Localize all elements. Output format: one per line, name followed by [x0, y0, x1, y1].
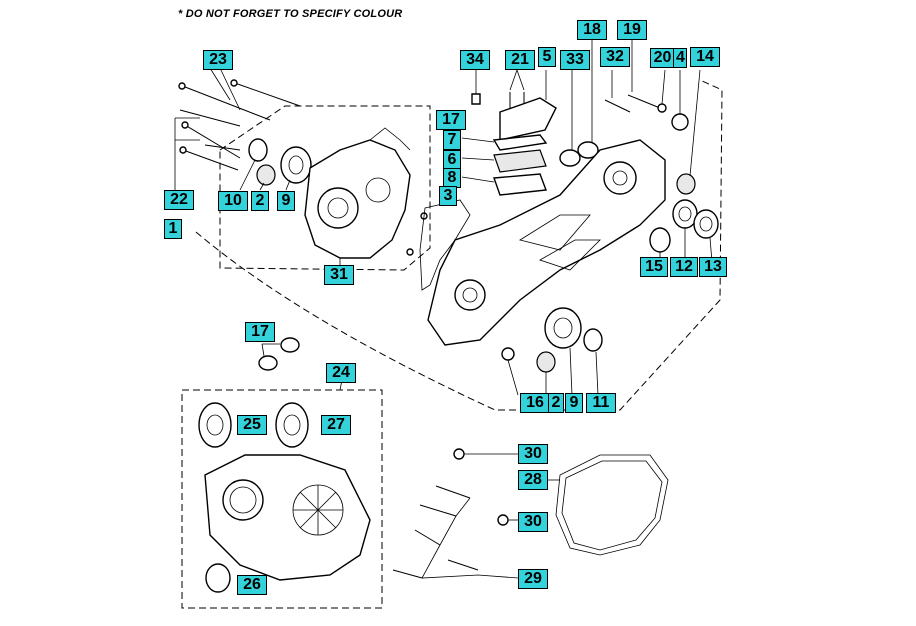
bushing-33 — [559, 149, 581, 167]
bushing-17b — [258, 355, 278, 371]
callout-24[interactable]: 24 — [326, 363, 356, 383]
gearbox-cover — [204, 454, 371, 581]
group-outline-main — [195, 79, 723, 411]
group-outline-cover — [181, 389, 383, 609]
callout-33[interactable]: 33 — [560, 50, 590, 70]
bearing-13 — [693, 209, 719, 239]
dowel-16 — [501, 347, 515, 361]
seal-15 — [649, 227, 671, 253]
bolts-23 — [178, 79, 301, 127]
seal-11 — [583, 328, 603, 352]
bearing-2b — [536, 351, 556, 373]
callout-4[interactable]: 4 — [673, 48, 687, 68]
bearing-9a — [280, 146, 312, 184]
callout-27[interactable]: 27 — [321, 415, 351, 435]
gasket-8 — [493, 173, 547, 196]
bearing-9b — [544, 307, 582, 349]
bolt-30a — [453, 448, 465, 460]
bolts-29 — [392, 485, 479, 579]
callout-9b[interactable]: 9 — [565, 393, 583, 413]
callout-8[interactable]: 8 — [443, 168, 461, 188]
callout-23[interactable]: 23 — [203, 50, 233, 70]
callout-9[interactable]: 9 — [277, 191, 295, 211]
callout-2b[interactable]: 2 — [548, 393, 564, 413]
callout-17[interactable]: 17 — [436, 110, 466, 130]
callout-19[interactable]: 19 — [617, 20, 647, 40]
seal-26 — [205, 563, 231, 593]
group-outline-left — [219, 105, 431, 271]
callout-30b[interactable]: 30 — [518, 512, 548, 532]
bearing-2a — [256, 164, 276, 186]
callout-21[interactable]: 21 — [505, 50, 535, 70]
reed-valve-6 — [493, 149, 547, 173]
callout-5[interactable]: 5 — [538, 47, 556, 67]
callout-6[interactable]: 6 — [443, 150, 461, 170]
bearing-25 — [198, 402, 232, 448]
callout-12[interactable]: 12 — [670, 257, 698, 277]
callout-18[interactable]: 18 — [577, 20, 607, 40]
callout-14[interactable]: 14 — [690, 47, 720, 67]
crankcase-left-31 — [304, 139, 411, 259]
bushing-17a — [280, 337, 300, 353]
bolt-30b — [497, 514, 509, 526]
bushing-14 — [676, 173, 696, 195]
cap-4 — [671, 113, 689, 131]
callout-11[interactable]: 11 — [586, 393, 616, 413]
callout-31[interactable]: 31 — [324, 265, 354, 285]
callout-10[interactable]: 10 — [218, 191, 248, 211]
callout-30a[interactable]: 30 — [518, 444, 548, 464]
callout-16[interactable]: 16 — [520, 393, 550, 413]
callout-34[interactable]: 34 — [460, 50, 490, 70]
manifold-5 — [499, 97, 557, 141]
callout-13[interactable]: 13 — [699, 257, 727, 277]
callout-20[interactable]: 20 — [650, 48, 675, 68]
reed-7 — [492, 134, 548, 151]
colour-note: * DO NOT FORGET TO SPECIFY COLOUR — [178, 8, 403, 20]
callout-2[interactable]: 2 — [251, 191, 269, 211]
bearing-27 — [275, 402, 309, 448]
callout-25[interactable]: 25 — [237, 415, 267, 435]
seal-10 — [248, 138, 268, 162]
callout-7[interactable]: 7 — [443, 130, 461, 150]
crankcase-main — [427, 139, 666, 346]
gasket-28 — [555, 454, 669, 556]
callout-3[interactable]: 3 — [439, 186, 457, 206]
gasket-3 — [419, 199, 471, 291]
callout-1[interactable]: 1 — [164, 219, 182, 239]
bolts-22 — [179, 121, 241, 171]
callout-32[interactable]: 32 — [600, 47, 630, 67]
callout-26[interactable]: 26 — [237, 575, 267, 595]
bushing-18 — [577, 141, 599, 159]
callout-29[interactable]: 29 — [518, 569, 548, 589]
callout-22[interactable]: 22 — [164, 190, 194, 210]
callout-17b[interactable]: 17 — [245, 322, 275, 342]
callout-28[interactable]: 28 — [518, 470, 548, 490]
callout-15[interactable]: 15 — [640, 257, 668, 277]
nut-34 — [471, 93, 481, 105]
